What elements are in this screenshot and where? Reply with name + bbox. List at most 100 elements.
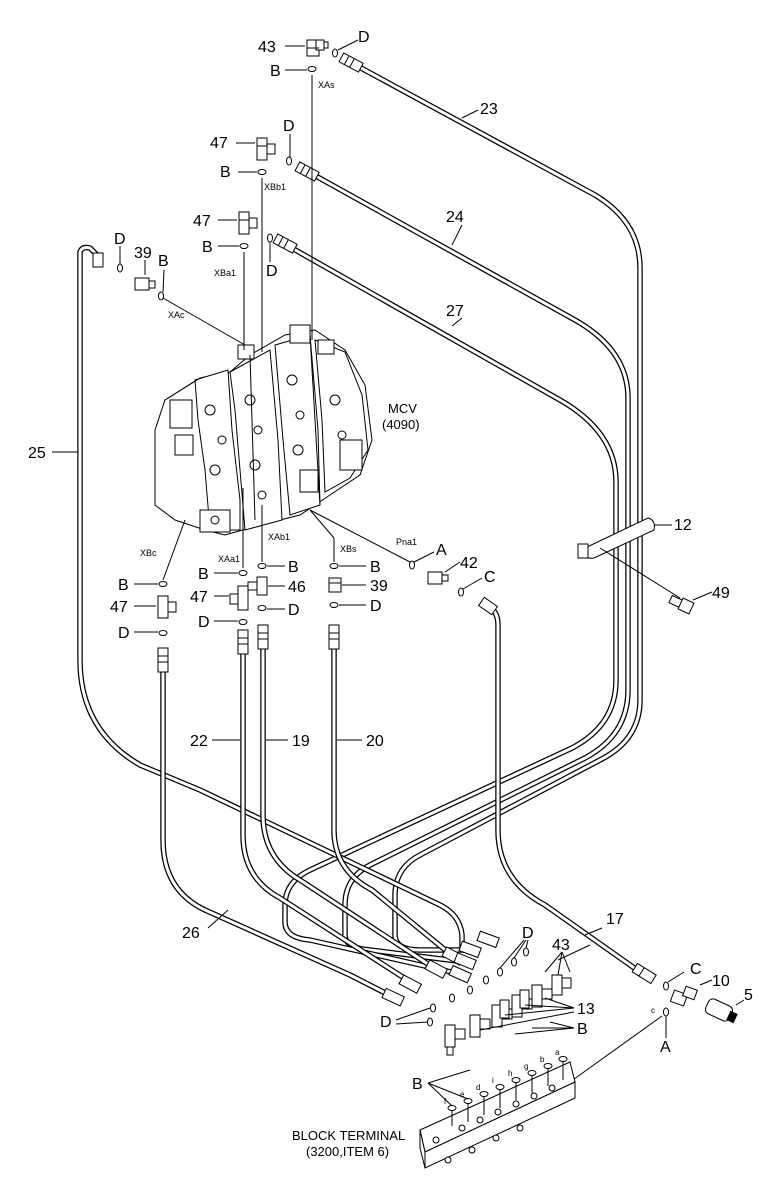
o-ring-b [307,66,317,72]
o-ring-c [458,587,464,597]
o-ring-d [286,156,292,166]
mcv-code: (4090) [382,417,420,432]
switch-5 [704,998,745,1024]
hose-end-17-top [477,596,499,616]
hose-25 [77,244,465,948]
callout-25: 25 [28,445,46,462]
callout-43-cluster: 43 [552,937,570,954]
terminal-letter-b: b [540,1055,545,1064]
callout-leaders [52,109,603,961]
o-ring-d [332,48,338,58]
o-ring-d [257,605,267,611]
hose-end-20 [328,624,340,650]
o-ring-b [158,581,168,587]
callout-c-42: C [484,569,496,586]
hose-19 [260,640,442,975]
port-label-pna1: Pna1 [396,537,417,547]
terminal-letter-f: f [444,1097,447,1106]
hose-end-lower [424,959,449,979]
hose-end-lower [476,930,500,949]
tee-fitting-47-xbc [157,595,177,619]
terminal-letter-g: g [524,1062,528,1071]
callout-d-cluster: D [522,925,534,942]
callout-d-xab: D [288,602,300,619]
elbow-cluster-13-43 [444,974,572,1056]
hose-end-24 [294,161,320,182]
callout-d-xbc: D [118,625,130,642]
tee-fitting-47-b [238,211,258,235]
adapter-42 [427,571,449,585]
fitting-46 [247,576,268,596]
hose-end-17-bottom [631,962,657,985]
o-ring-d [329,602,339,608]
hose-end-fittings [92,52,657,1007]
callout-b-a: B [220,164,231,181]
hose-group [77,59,643,1001]
callout-47-xbc: 47 [110,599,128,616]
o-ring-b [257,169,267,175]
fitting-10 [669,979,713,1007]
callout-24: 24 [446,209,464,226]
block-terminal-ref: (3200,ITEM 6) [306,1144,389,1159]
callout-46: 46 [288,579,306,596]
mcv-label: MCV [388,401,417,416]
port-label-xas: XAs [318,80,335,90]
callout-d-xaa: D [198,614,210,631]
callout-d-xbs: D [370,598,382,615]
o-ring-row-d [395,939,529,1027]
callout-b-right: B [577,1021,588,1038]
hose-23 [348,59,643,953]
o-ring-a [409,560,415,570]
port-label-xbc: XBc [140,548,157,558]
callout-b-xbc: B [118,577,129,594]
callout-39-left: 39 [134,245,152,262]
hose-20 [331,640,457,961]
hose-end-26 [157,647,169,673]
callout-d-a: D [283,118,295,135]
callout-47-b: 47 [193,213,211,230]
o-ring-c-right [663,981,669,991]
o-ring-b [238,570,248,576]
hose-end-lower [448,964,473,984]
o-ring-d [267,233,273,243]
terminal-letter-h: h [508,1069,512,1078]
hose-end-19 [257,624,269,650]
callout-b-lower: B [412,1076,423,1093]
callout-47-xaa: 47 [190,589,208,606]
o-ring-d [117,263,123,273]
callout-23: 23 [480,101,498,118]
port-label-xab1: XAb1 [268,532,290,542]
callout-b-xab: B [288,559,299,576]
hose-end-23 [338,52,364,73]
top-port-fittings [117,39,359,352]
callout-10: 10 [712,973,730,990]
callout-d-top: D [358,29,370,46]
o-ring-b [239,243,249,249]
lower-port-fittings [134,488,483,636]
callout-b-xbs: B [370,559,381,576]
hose-end-lower [453,952,477,971]
cluster-leaders [479,951,575,1035]
hose-end-22 [237,629,249,655]
terminal-letter-c: c [651,1006,655,1015]
callout-b-xaa: B [198,566,209,583]
callout-43-top: 43 [258,39,276,56]
port-label-xbb1: XBb1 [264,182,286,192]
terminal-letter-e: e [460,1090,465,1099]
callout-d-left: D [114,231,126,248]
callout-b-top: B [270,63,281,80]
hose-end-25-top [92,252,104,268]
callout-c-10: C [690,961,702,978]
elbow-fitting-43 [306,39,329,57]
hose-26 [160,665,397,1001]
callout-a-right: A [660,1039,671,1056]
terminal-letter-a: a [555,1048,560,1057]
port-label-xaa1: XAa1 [218,554,240,564]
port-labels: XAs XBb1 XBa1 XAc Pna1 XBc XAa1 XAb1 XBs [140,80,417,564]
o-ring-b [329,563,339,569]
callout-5: 5 [744,987,753,1004]
terminal-letter-i: i [492,1076,494,1085]
block-terminal: f e d i h g b a c BLOCK TERMINAL (3200,I… [292,1006,655,1169]
o-ring-b [158,291,164,301]
